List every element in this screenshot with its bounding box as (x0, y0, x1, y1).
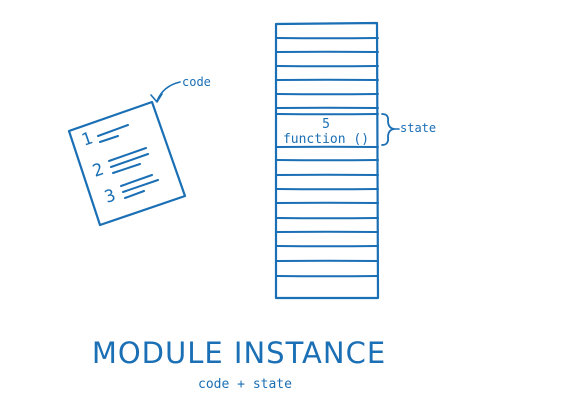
code-document-icon: 1 2 3 (67, 100, 187, 227)
memory-stack-icon (274, 21, 380, 300)
memory-rows (276, 37, 379, 278)
state-callout: state (381, 113, 436, 146)
code-line-number-3: 3 (102, 185, 118, 207)
code-line-number-1: 1 (79, 128, 95, 150)
code-line-number-2: 2 (90, 159, 106, 181)
memory-cell-value: 5 (322, 117, 330, 132)
state-label: state (400, 121, 436, 135)
code-label: code (182, 75, 211, 89)
caption-subtitle: code + state (198, 377, 292, 392)
caption-title: MODULE INSTANCE (92, 336, 386, 370)
code-callout: code (150, 75, 211, 103)
state-brace-icon (381, 113, 395, 146)
memory-cell-function: function () (283, 132, 369, 147)
